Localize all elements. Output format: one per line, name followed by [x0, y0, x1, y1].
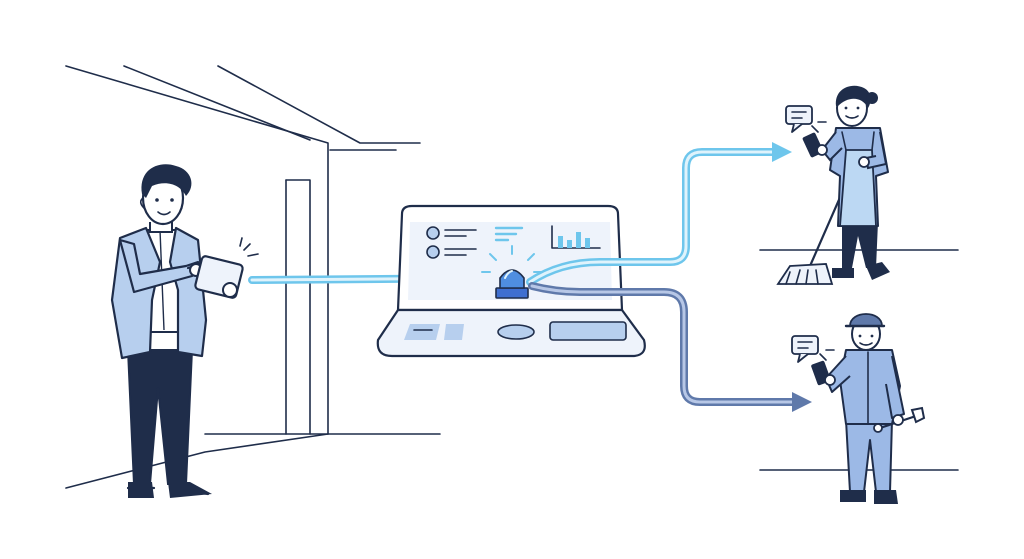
technician-figure	[759, 313, 959, 504]
chat-bubble-icon	[785, 105, 813, 133]
connection-console-to-cleaner	[526, 142, 792, 286]
chat-bubble-icon	[791, 335, 819, 363]
arrow-head	[772, 142, 792, 162]
room-background	[65, 65, 441, 489]
console-bar-chart	[551, 225, 601, 249]
arrow-head	[792, 392, 812, 412]
manager-figure	[110, 164, 212, 498]
alarm-beacon-icon	[481, 245, 543, 299]
console-controls	[404, 321, 627, 341]
console-screen	[426, 225, 601, 259]
alert-console	[376, 204, 646, 358]
connection-console-to-technician	[528, 282, 812, 412]
cleaning-staff-figure	[759, 85, 959, 285]
tablet-icon	[194, 237, 259, 299]
